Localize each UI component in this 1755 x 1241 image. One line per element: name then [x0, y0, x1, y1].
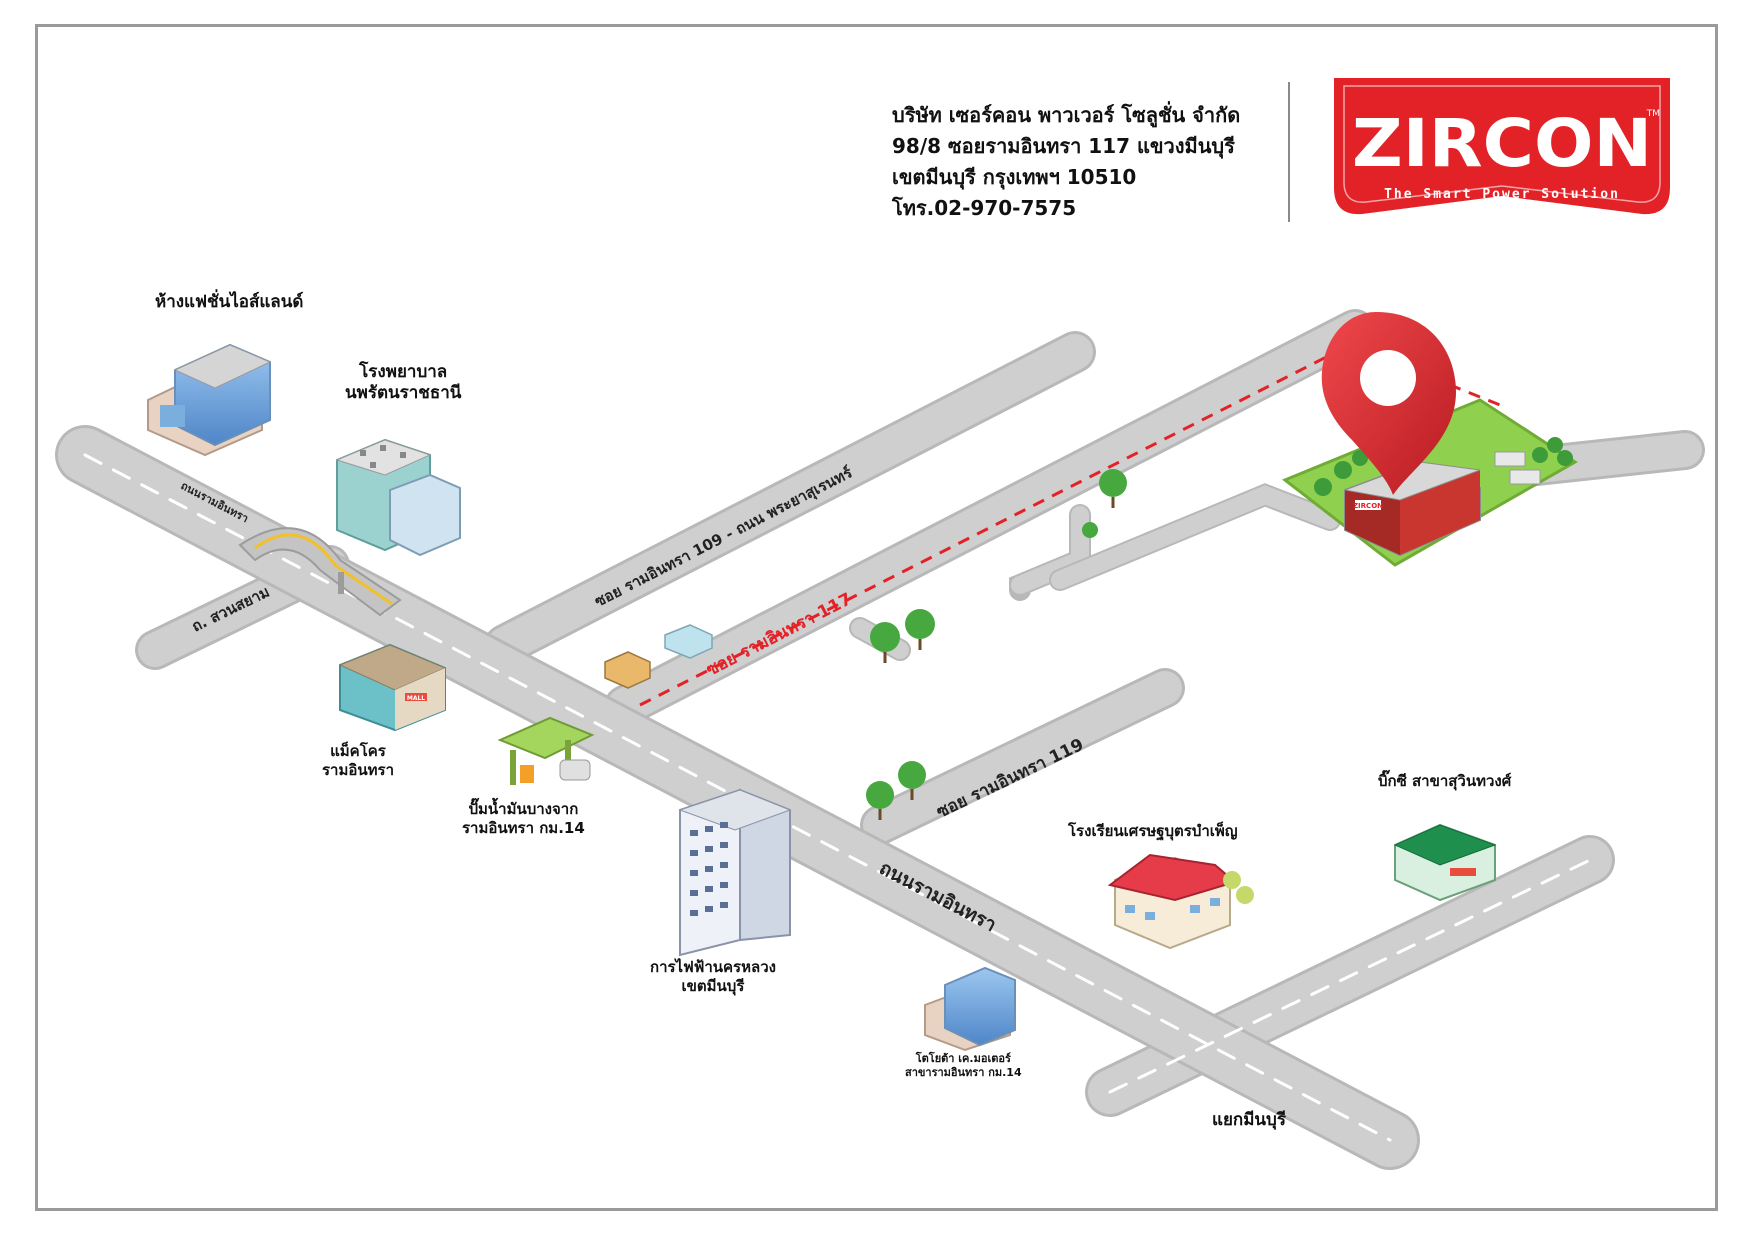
logo-tagline: The Smart Power Solution [1384, 187, 1620, 202]
bigc-building [1393, 823, 1497, 902]
label-toyota: โตโยต้า เค.มอเตอร์ สาขารามอินทรา กม.14 [905, 1052, 1022, 1079]
school-building [1107, 853, 1254, 950]
logo-tm: TM [1646, 109, 1660, 119]
mea-tower [678, 788, 792, 957]
company-address: บริษัท เซอร์คอน พาวเวอร์ โซลูชั่น จำกัด … [892, 100, 1240, 224]
label-bigc: บิ๊กซี สาขาสุวินทวงศ์ [1378, 772, 1512, 790]
label-school: โรงเรียนเศรษฐบุตรบำเพ็ญ [1068, 822, 1238, 840]
gas-station [497, 716, 595, 785]
makro-building: MALL [338, 643, 447, 732]
toyota-building [924, 966, 1016, 1052]
zircon-factory: ZIRCON [1343, 460, 1481, 557]
roadside-shops [604, 624, 713, 689]
label-makro: แม็คโคร รามอินทรา [322, 742, 394, 779]
fashion-island-building [147, 343, 272, 457]
location-pin-icon [1321, 312, 1456, 495]
flyover [238, 527, 402, 617]
header-divider [1288, 82, 1290, 222]
trees [866, 469, 1127, 820]
company-phone: โทร.02-970-7575 [892, 196, 1077, 220]
mall-sign-makro: MALL [407, 695, 425, 702]
label-gas-station: ปั๊มน้ำมันบางจาก รามอินทรา กม.14 [462, 800, 585, 837]
label-fashion-island: ห้างแฟชั่นไอส์แลนด์ [155, 292, 304, 312]
label-junction: แยกมีนบุรี [1212, 1110, 1286, 1130]
company-address-line: 98/8 ซอยรามอินทรา 117 แขวงมีนบุรี [892, 134, 1235, 158]
map-frame [35, 24, 1718, 1211]
hospital-building [335, 438, 461, 557]
label-hospital: โรงพยาบาล นพรัตนราชธานี [345, 362, 462, 404]
zircon-logo: ZIRCON TM The Smart Power Solution [1334, 78, 1670, 215]
logo-wordmark: ZIRCON [1352, 105, 1652, 182]
label-mea: การไฟฟ้านครหลวง เขตมีนบุรี [650, 958, 776, 995]
company-district: เขตมีนบุรี กรุงเทพฯ 10510 [892, 165, 1137, 189]
company-name: บริษัท เซอร์คอน พาวเวอร์ โซลูชั่น จำกัด [892, 103, 1241, 127]
svg-text:ZIRCON: ZIRCON [1353, 502, 1383, 510]
